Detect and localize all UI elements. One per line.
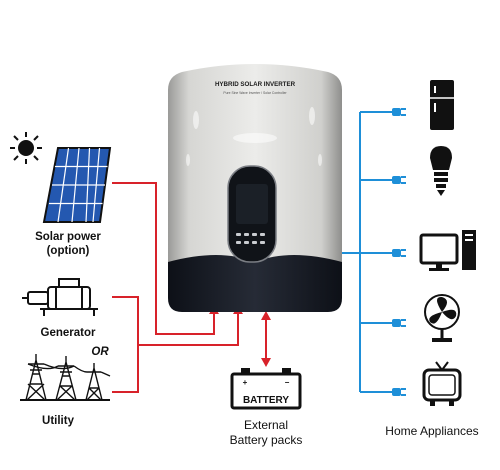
utility-label: Utility (18, 414, 98, 428)
battery-icon-text: BATTERY (243, 395, 289, 406)
inverter-body (168, 64, 342, 262)
battery-label: External Battery packs (206, 418, 326, 448)
utility-label-text: Utility (42, 415, 74, 427)
battery-label-line2: Battery packs (229, 433, 303, 447)
generator-label-text: Generator (40, 327, 96, 339)
plug-icons (392, 108, 406, 396)
inverter-unit: HYBRID SOLAR INVERTER Pure Sine Wave Inv… (168, 64, 342, 312)
generator-icon (22, 278, 98, 316)
reflections (186, 107, 322, 166)
battery-link-arrow (261, 311, 271, 367)
solar-wire (112, 182, 215, 335)
home-appliances-text: Home Appliances (385, 424, 479, 438)
input-wires (112, 182, 239, 393)
battery-label-line1: External (243, 418, 289, 432)
inverter-title: HYBRID SOLAR INVERTER (215, 81, 296, 88)
plug-icon (392, 249, 406, 257)
inverter-subtitle: Pure Sine Wave Inverter / Solar Controll… (223, 91, 287, 95)
svg-text:−: − (285, 378, 290, 387)
utility-wire (112, 345, 139, 393)
bulb-icon (430, 146, 452, 196)
solar-label-line2: (option) (46, 245, 90, 257)
computer-icon (419, 230, 476, 271)
generator-label: Generator (18, 326, 118, 340)
battery-icon: + − BATTERY (230, 368, 302, 410)
svg-text:+: + (243, 378, 248, 387)
home-appliances-label: Home Appliances (372, 424, 492, 438)
or-label: OR (91, 346, 109, 358)
fridge-icon (430, 80, 454, 130)
solar-panel-icon (42, 147, 112, 223)
solar-label-line1: Solar power (35, 231, 101, 243)
plug-icon (392, 388, 406, 396)
tv-icon (422, 361, 462, 406)
utility-tower-icon (20, 354, 111, 401)
plug-icon (392, 319, 406, 327)
solar-power-label: Solar power (option) (18, 230, 118, 258)
plug-icon (392, 108, 406, 116)
output-wires (342, 111, 392, 393)
plug-icon (392, 176, 406, 184)
fan-icon (424, 294, 460, 342)
lcd-screen (236, 184, 268, 224)
sun-icon (10, 132, 42, 164)
control-buttons (236, 233, 265, 244)
